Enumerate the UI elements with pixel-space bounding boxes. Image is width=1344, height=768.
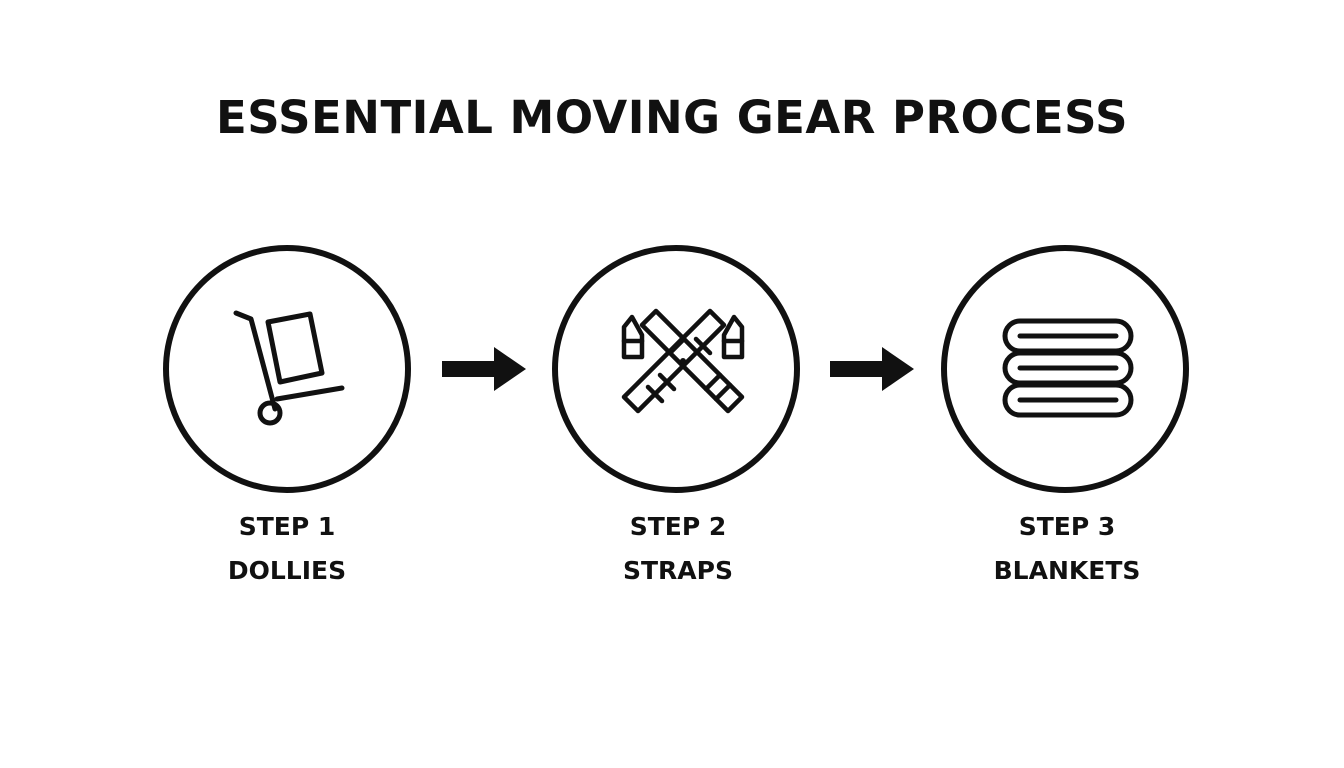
- step-1-label: STEP 1: [238, 512, 336, 541]
- arrow-right-icon: [830, 347, 914, 391]
- step-1-name: DOLLIES: [227, 556, 347, 585]
- step-3-caption: STEP 3 BLANKETS: [937, 505, 1197, 593]
- hand-truck-icon: [233, 310, 345, 426]
- step-2-name: STRAPS: [623, 556, 733, 585]
- step-2-label: STEP 2: [629, 512, 727, 541]
- crossed-straps-icon: [621, 308, 745, 414]
- step-3-node: [941, 245, 1189, 493]
- step-1-caption: STEP 1 DOLLIES: [157, 505, 417, 593]
- step-3-label: STEP 3: [1018, 512, 1116, 541]
- step-2-node: [552, 245, 800, 493]
- arrow-right-icon: [442, 347, 526, 391]
- step-2-caption: STEP 2 STRAPS: [548, 505, 808, 593]
- step-1-node: [163, 245, 411, 493]
- step-3-name: BLANKETS: [993, 556, 1141, 585]
- diagram-title: ESSENTIAL MOVING GEAR PROCESS: [216, 91, 1128, 144]
- stacked-blankets-icon: [1002, 318, 1134, 418]
